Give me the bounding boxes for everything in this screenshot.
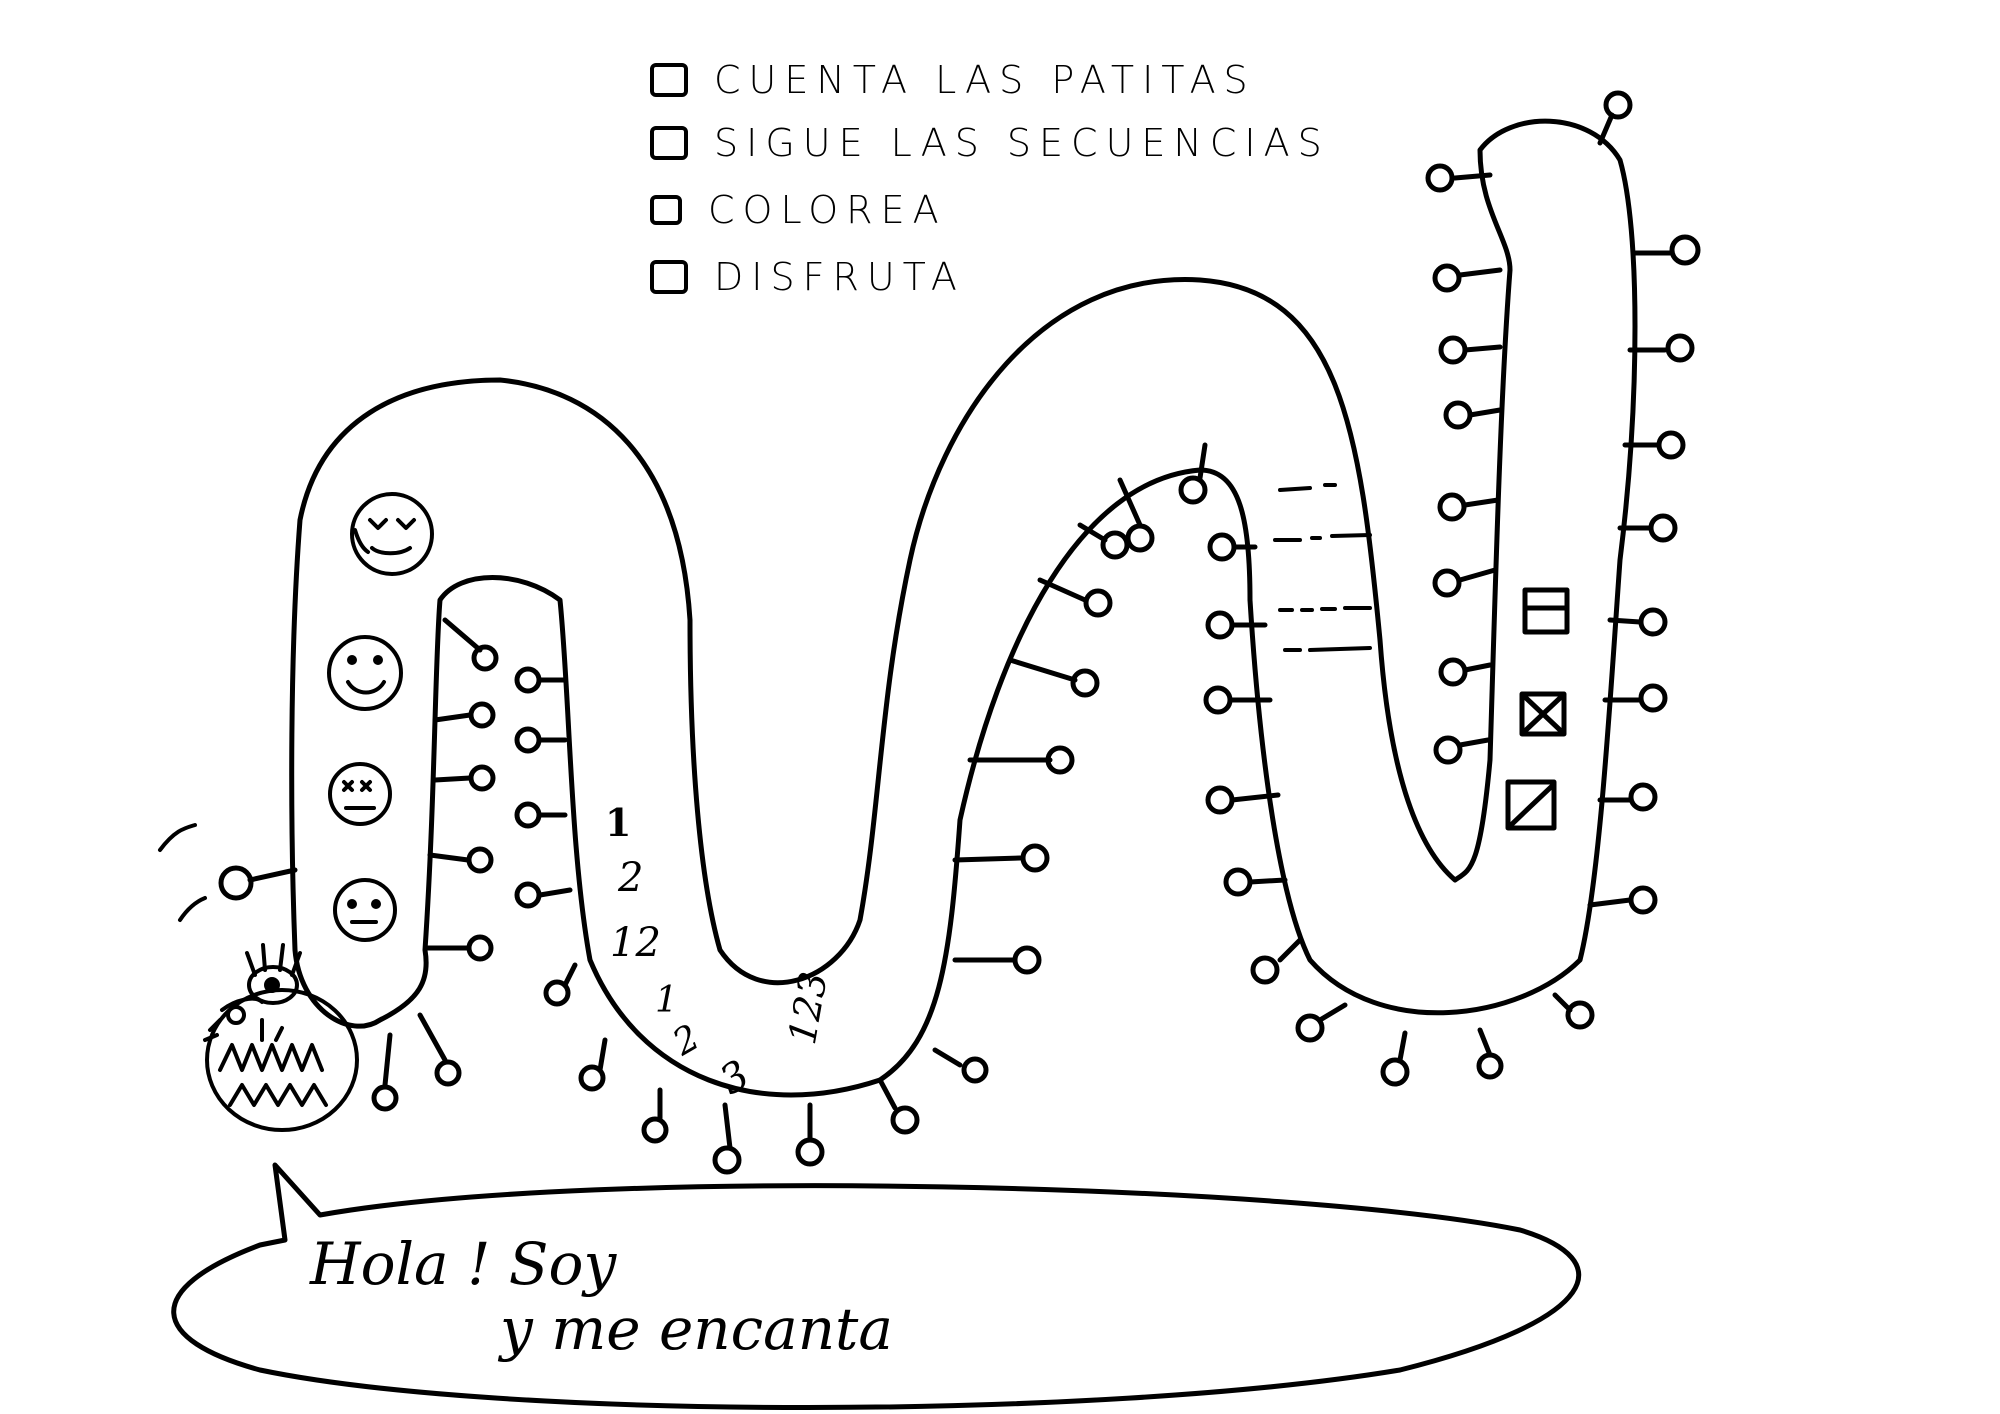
- faces: [327, 492, 434, 942]
- sequence-number: 1: [655, 980, 678, 1021]
- checkbox[interactable]: [650, 195, 682, 225]
- speech-line-2: y me encanta: [500, 1295, 893, 1363]
- checklist-item-color[interactable]: COLOREA: [650, 185, 947, 235]
- worm-body-outline: [289, 118, 1638, 1098]
- boxes-icons: [1505, 587, 1570, 831]
- smiling-face-icon: [327, 635, 403, 711]
- sequence-number: 2: [618, 855, 644, 901]
- checkbox[interactable]: [650, 63, 688, 97]
- slash-box-icon: [1505, 779, 1557, 831]
- checkbox[interactable]: [650, 126, 688, 160]
- minus-box-icon: [1522, 587, 1570, 635]
- worm-legs: [218, 90, 1701, 1175]
- sequence-number: 1: [605, 800, 632, 845]
- speech-bubble-outline: [171, 1162, 1582, 1410]
- checklist-item-sequence[interactable]: SIGUE LAS SECUENCIAS: [650, 118, 1330, 168]
- sequence-number: 12: [610, 920, 661, 966]
- checkbox[interactable]: [650, 260, 688, 294]
- neutral-face-icon: [333, 878, 397, 942]
- speech-line-1: Hola ! Soy: [310, 1230, 617, 1298]
- dizzy-face-icon: [328, 762, 392, 826]
- checklist-label: CUENTA LAS PATITAS: [714, 58, 1256, 102]
- checklist-label: DISFRUTA: [714, 255, 965, 299]
- checklist-label: COLOREA: [708, 188, 947, 232]
- checklist-label: SIGUE LAS SECUENCIAS: [714, 121, 1330, 165]
- checklist-item-enjoy[interactable]: DISFRUTA: [650, 252, 965, 302]
- pattern-sequences: [1273, 483, 1372, 652]
- x-box-icon: [1519, 691, 1567, 737]
- worm-head: [158, 823, 359, 1132]
- checklist-item-count[interactable]: CUENTA LAS PATITAS: [650, 55, 1256, 105]
- love-face-icon: [350, 492, 434, 576]
